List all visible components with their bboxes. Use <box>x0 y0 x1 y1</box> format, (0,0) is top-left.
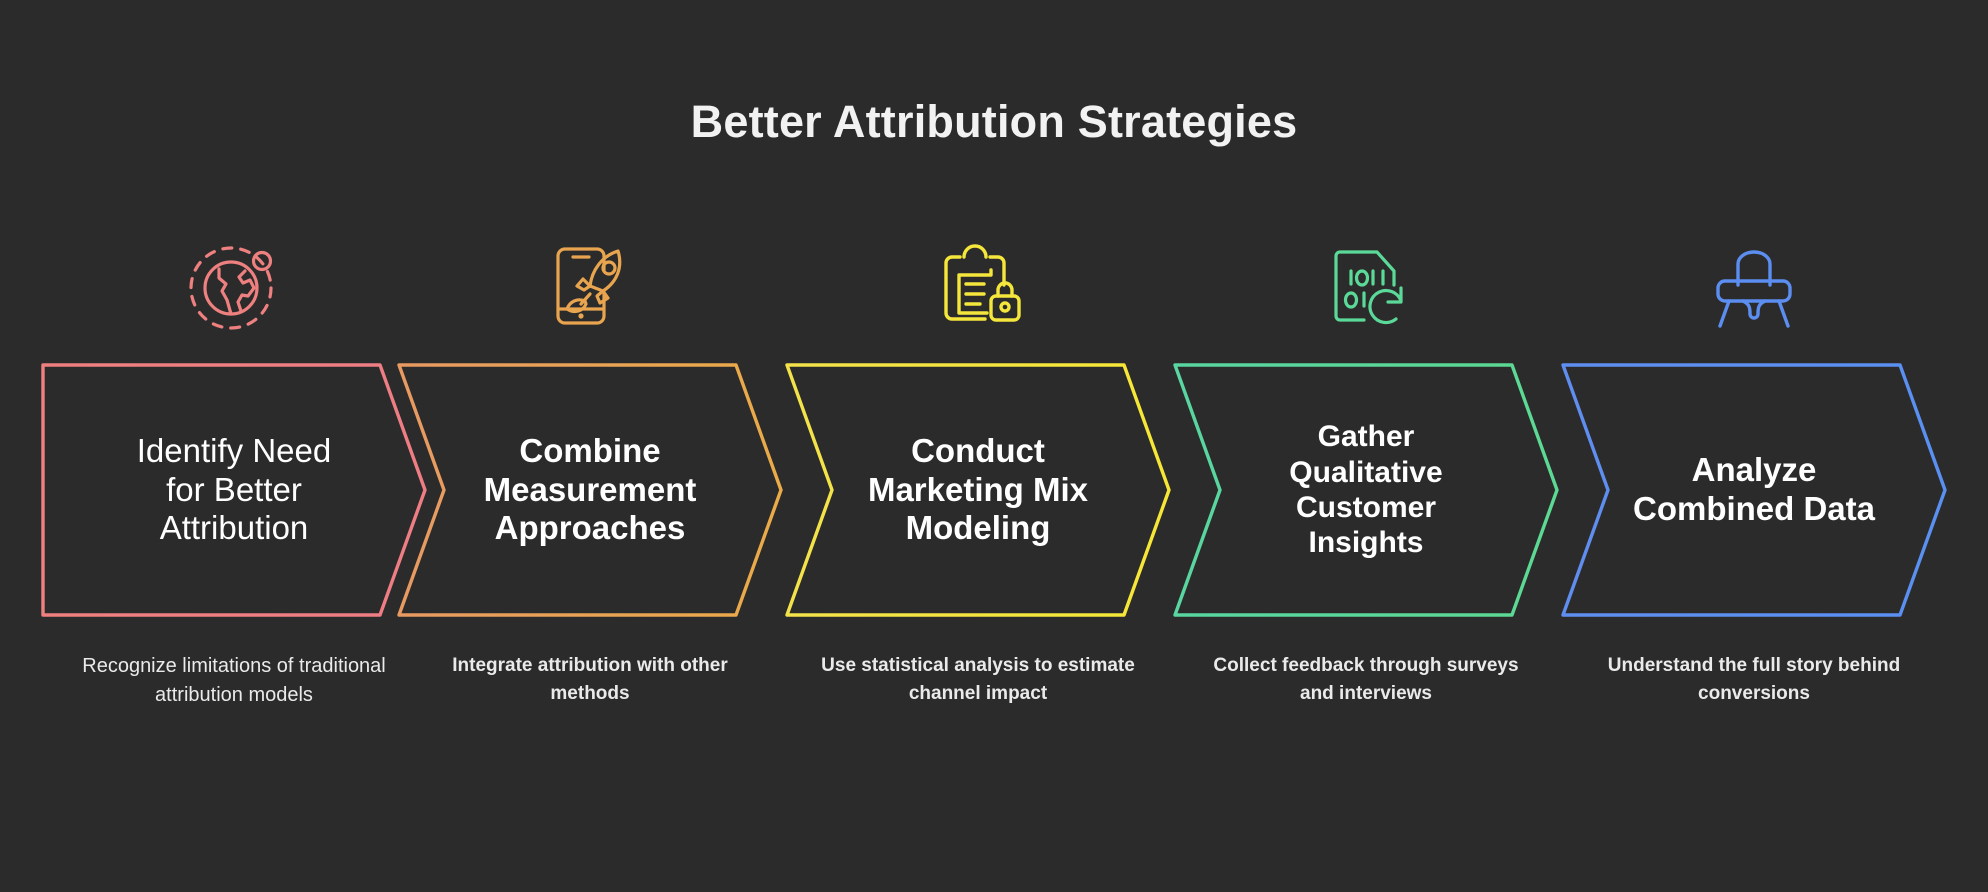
step-3-caption-line-1: Use statistical analysis to <box>821 655 1053 676</box>
step-5-caption: Understand the full story behind convers… <box>1560 652 1948 707</box>
step-1-caption-line-1: Recognize limitations of <box>82 655 294 677</box>
step-2-chevron <box>396 362 784 618</box>
step-4-chevron <box>1172 362 1560 618</box>
step-3-caption-line-2: estimate channel impact <box>908 655 1135 704</box>
process-step-1[interactable]: Identify Need for Better Attribution Rec… <box>40 0 428 892</box>
step-2-caption-line-1: Integrate attribution with <box>452 655 675 676</box>
mobile-rocket-icon <box>396 238 784 334</box>
clipboard-lock-icon <box>784 238 1172 334</box>
step-5-caption-line-2: behind conversions <box>1698 655 1901 704</box>
step-5-caption-line-1: Understand the full story <box>1607 655 1833 676</box>
step-1-caption: Recognize limitations of traditional att… <box>40 652 428 710</box>
process-step-4[interactable]: Gather Qualitative Customer Insights Col… <box>1172 0 1560 892</box>
step-1-caption-line-3: models <box>248 684 313 706</box>
step-4-caption-line-2: surveys and interviews <box>1300 655 1519 704</box>
binary-document-refresh-icon <box>1172 238 1560 334</box>
step-2-caption: Integrate attribution with other methods <box>396 652 784 707</box>
step-4-caption: Collect feedback through surveys and int… <box>1172 652 1560 707</box>
step-5-chevron <box>1560 362 1948 618</box>
step-3-chevron <box>784 362 1172 618</box>
desk-chair-icon <box>1560 238 1948 334</box>
page-title: Better Attribution Strategies <box>690 96 1298 147</box>
step-1-chevron <box>40 362 428 618</box>
process-step-3[interactable]: Conduct Marketing Mix Modeling Use stati… <box>784 0 1172 892</box>
step-1-caption-line-2: traditional attribution <box>155 655 386 706</box>
process-step-5[interactable]: Analyze Combined Data Understand the ful… <box>1560 0 1948 892</box>
process-step-2[interactable]: Combine Measurement Approaches Integrate… <box>396 0 784 892</box>
globe-orbit-icon <box>40 238 428 334</box>
step-3-caption: Use statistical analysis to estimate cha… <box>784 652 1172 707</box>
step-2-caption-line-2: other methods <box>550 655 728 704</box>
step-4-caption-line-1: Collect feedback through <box>1213 655 1442 676</box>
